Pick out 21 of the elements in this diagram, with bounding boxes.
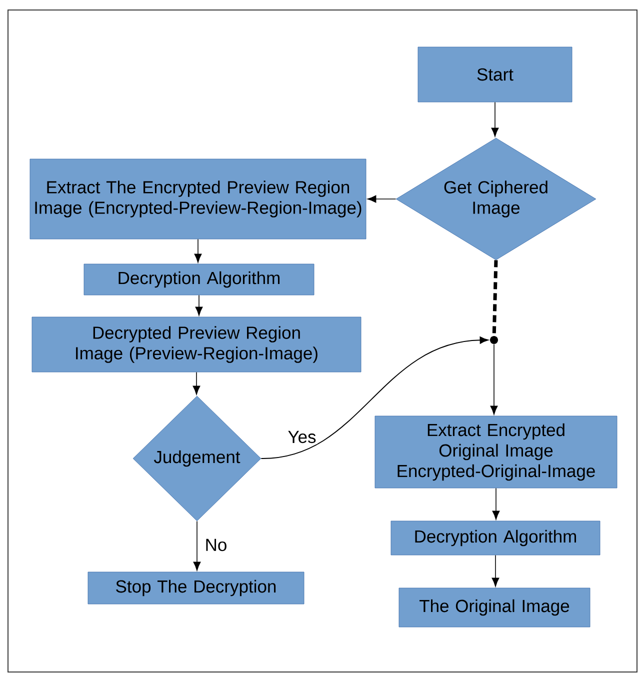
process-box: Stop The Decryption bbox=[88, 572, 304, 604]
process-box: Decryption Algorithm bbox=[84, 264, 314, 296]
arrow bbox=[193, 520, 201, 571]
arrow bbox=[195, 294, 203, 316]
junction-dot bbox=[490, 336, 498, 344]
arrow bbox=[192, 372, 200, 395]
process-box: Decryption Algorithm bbox=[390, 520, 600, 556]
process-box: The Original Image bbox=[398, 588, 590, 628]
process-box: Start bbox=[418, 46, 572, 102]
arrow bbox=[490, 344, 498, 415]
arrow bbox=[491, 102, 499, 137]
edge-label: Yes bbox=[286, 430, 318, 444]
arrow bbox=[492, 554, 500, 587]
arrow bbox=[367, 195, 396, 203]
arrow bbox=[492, 488, 500, 520]
process-box: Extract The Encrypted Preview Region Image (Encrypted-Preview-Region-Image) bbox=[30, 158, 366, 240]
edge-label: No bbox=[204, 538, 228, 552]
process-box: Extract Encrypted Original Image Encrypted-Original-Image bbox=[374, 416, 618, 488]
arrow bbox=[194, 238, 202, 263]
process-box: Decrypted Preview Region Image (Preview-Region-Image) bbox=[32, 316, 362, 372]
arrow bbox=[260, 336, 488, 459]
